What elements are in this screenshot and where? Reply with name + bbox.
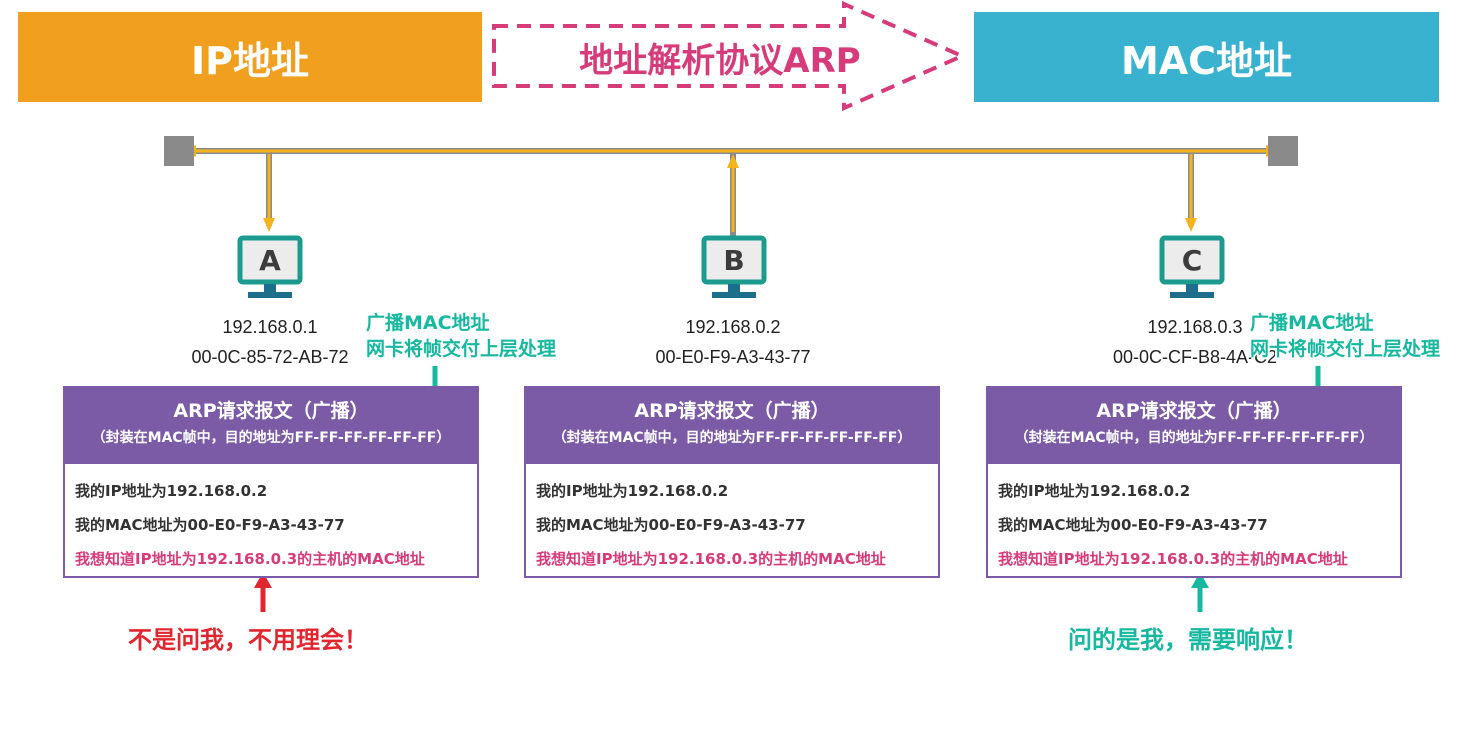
- mac-address-banner: MAC地址: [974, 12, 1439, 102]
- drop-arrow-c: [1185, 218, 1197, 232]
- host-c-mac: 00-0C-CF-B8-4A-C2: [1112, 347, 1278, 367]
- arp-request-box-a: ARP请求报文（广播） （封装在MAC帧中，目的地址为FF-FF-FF-FF-F…: [63, 386, 479, 578]
- mac-address-label: MAC地址: [1120, 38, 1293, 83]
- callout-a: 广播MAC地址 网卡将帧交付上层处理: [366, 310, 556, 362]
- bus-terminator-right: [1268, 136, 1298, 166]
- drop-arrow-b: [727, 154, 739, 168]
- arp-box-title: ARP请求报文（广播）: [634, 400, 830, 422]
- host-b-ip: 192.168.0.2: [685, 317, 781, 337]
- arp-box-title: ARP请求报文（广播）: [173, 400, 369, 422]
- ip-address-label: IP地址: [191, 38, 309, 83]
- arp-box-title: ARP请求报文（广播）: [1096, 400, 1292, 422]
- bus-terminator-left: [164, 136, 194, 166]
- arp-box-header: ARP请求报文（广播） （封装在MAC帧中，目的地址为FF-FF-FF-FF-F…: [988, 388, 1400, 464]
- arp-line-query: 我想知道IP地址为192.168.0.3的主机的MAC地址: [536, 550, 886, 568]
- note-its-me: 问的是我，需要响应！: [1068, 626, 1308, 654]
- host-a-ip: 192.168.0.1: [222, 317, 318, 337]
- host-letter-a: A: [259, 243, 281, 277]
- callout-a-line2: 网卡将帧交付上层处理: [366, 338, 557, 360]
- arp-line-query: 我想知道IP地址为192.168.0.3的主机的MAC地址: [998, 550, 1348, 568]
- ip-address-banner: IP地址: [18, 12, 482, 102]
- arp-protocol-label: 地址解析协议ARP: [579, 40, 861, 81]
- arp-box-header: ARP请求报文（广播） （封装在MAC帧中，目的地址为FF-FF-FF-FF-F…: [526, 388, 938, 464]
- note-not-me: 不是问我，不用理会！: [128, 626, 368, 654]
- arp-line-ip: 我的IP地址为192.168.0.2: [75, 482, 268, 500]
- arp-box-subtitle: （封装在MAC帧中，目的地址为FF-FF-FF-FF-FF-FF）: [91, 430, 451, 446]
- arp-line-query: 我想知道IP地址为192.168.0.3的主机的MAC地址: [75, 550, 425, 568]
- arp-arrow-icon: [492, 0, 967, 112]
- callout-c-line1: 广播MAC地址: [1250, 312, 1374, 334]
- arp-line-ip: 我的IP地址为192.168.0.2: [998, 482, 1191, 500]
- arp-line-mac: 我的MAC地址为00-E0-F9-A3-43-77: [75, 516, 345, 534]
- drop-arrow-a: [263, 218, 275, 232]
- host-letter-c: C: [1181, 243, 1203, 277]
- arp-request-box-c: ARP请求报文（广播） （封装在MAC帧中，目的地址为FF-FF-FF-FF-F…: [986, 386, 1402, 578]
- arp-box-header: ARP请求报文（广播） （封装在MAC帧中，目的地址为FF-FF-FF-FF-F…: [65, 388, 477, 464]
- arp-box-subtitle: （封装在MAC帧中，目的地址为FF-FF-FF-FF-FF-FF）: [1014, 430, 1374, 446]
- arp-request-box-b: ARP请求报文（广播） （封装在MAC帧中，目的地址为FF-FF-FF-FF-F…: [524, 386, 940, 578]
- arp-line-mac: 我的MAC地址为00-E0-F9-A3-43-77: [998, 516, 1268, 534]
- host-a-mac: 00-0C-85-72-AB-72: [191, 347, 349, 367]
- arp-line-ip: 我的IP地址为192.168.0.2: [536, 482, 729, 500]
- bus-arrow-left: [182, 145, 196, 157]
- host-b-mac: 00-E0-F9-A3-43-77: [655, 347, 811, 367]
- bus-arrow-right: [1266, 145, 1280, 157]
- arp-box-subtitle: （封装在MAC帧中，目的地址为FF-FF-FF-FF-FF-FF）: [552, 430, 912, 446]
- callout-c: 广播MAC地址 网卡将帧交付上层处理: [1250, 310, 1440, 362]
- arp-line-mac: 我的MAC地址为00-E0-F9-A3-43-77: [536, 516, 806, 534]
- callout-c-line2: 网卡将帧交付上层处理: [1250, 338, 1441, 360]
- host-letter-b: B: [723, 243, 745, 277]
- callout-a-line1: 广播MAC地址: [366, 312, 490, 334]
- host-c-ip: 192.168.0.3: [1147, 317, 1243, 337]
